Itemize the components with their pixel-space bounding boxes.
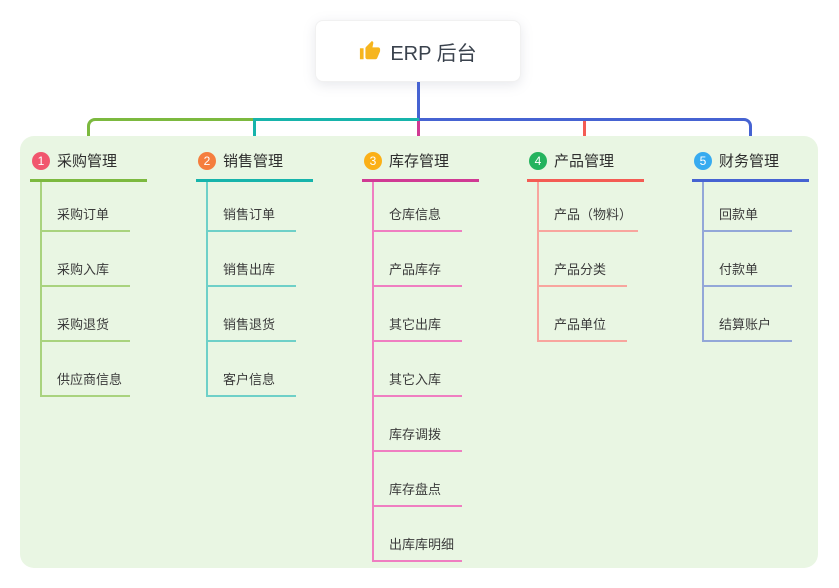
- root-node-label: ERP 后台: [390, 42, 477, 65]
- connector-branch-finance: [419, 118, 752, 147]
- child-node[interactable]: 产品分类: [539, 232, 644, 287]
- connector-branch-sales: [253, 118, 419, 147]
- branch-sales-management: 2 销售管理 销售订单 销售出库 销售退货 客户信息: [196, 146, 313, 397]
- branch-title: 财务管理: [719, 153, 780, 170]
- connector-branch-product: [583, 121, 586, 146]
- branch-number-badge: 4: [529, 151, 547, 170]
- connector-branch-purchase: [87, 118, 253, 147]
- child-node[interactable]: 采购入库: [42, 232, 147, 287]
- child-node[interactable]: 销售退货: [208, 287, 313, 342]
- branch-title: 销售管理: [223, 153, 284, 170]
- branch-node[interactable]: 1 采购管理: [30, 146, 147, 182]
- branch-node[interactable]: 2 销售管理: [196, 146, 313, 182]
- branch-inventory-management: 3 库存管理 仓库信息 产品库存 其它出库 其它入库 库存调拨 库存盘点 出库库…: [362, 146, 479, 562]
- child-node-label: 采购入库: [42, 259, 130, 287]
- child-node-label: 供应商信息: [42, 369, 130, 397]
- child-node-label: 客户信息: [208, 369, 296, 397]
- child-node[interactable]: 其它出库: [374, 287, 479, 342]
- child-node[interactable]: 出库库明细: [374, 507, 479, 562]
- child-node-label: 回款单: [704, 204, 792, 232]
- child-node[interactable]: 产品库存: [374, 232, 479, 287]
- child-node-label: 仓库信息: [374, 204, 462, 232]
- thumbs-up-icon: [360, 40, 381, 60]
- child-node-label: 销售退货: [208, 314, 296, 342]
- child-node-label: 出库库明细: [374, 534, 462, 562]
- branch-title: 产品管理: [554, 153, 615, 170]
- connector-trunk: [417, 82, 420, 126]
- branch-number-badge: 5: [694, 151, 712, 170]
- child-node[interactable]: 客户信息: [208, 342, 313, 397]
- branch-title: 采购管理: [57, 153, 118, 170]
- child-node-label: 产品分类: [539, 259, 627, 287]
- branch-node[interactable]: 4 产品管理: [527, 146, 644, 182]
- child-node-label: 其它出库: [374, 314, 462, 342]
- branch-node[interactable]: 3 库存管理: [362, 146, 479, 182]
- branch-product-management: 4 产品管理 产品（物料） 产品分类 产品单位: [527, 146, 644, 342]
- child-node-label: 销售出库: [208, 259, 296, 287]
- branch-title: 库存管理: [389, 153, 450, 170]
- child-node[interactable]: 其它入库: [374, 342, 479, 397]
- child-node[interactable]: 供应商信息: [42, 342, 147, 397]
- child-node[interactable]: 回款单: [704, 182, 809, 232]
- branch-children: 仓库信息 产品库存 其它出库 其它入库 库存调拨 库存盘点 出库库明细: [372, 182, 479, 562]
- branch-number-badge: 2: [198, 151, 216, 170]
- child-node[interactable]: 结算账户: [704, 287, 809, 342]
- child-node[interactable]: 产品单位: [539, 287, 644, 342]
- child-node[interactable]: 销售出库: [208, 232, 313, 287]
- child-node-label: 其它入库: [374, 369, 462, 397]
- child-node-label: 产品单位: [539, 314, 627, 342]
- branch-node[interactable]: 5 财务管理: [692, 146, 809, 182]
- child-node[interactable]: 销售订单: [208, 182, 313, 232]
- branch-children: 销售订单 销售出库 销售退货 客户信息: [206, 182, 313, 397]
- branch-number-badge: 3: [364, 151, 382, 170]
- branch-number-badge: 1: [32, 151, 50, 170]
- child-node-label: 产品库存: [374, 259, 462, 287]
- connector-branch-inventory: [417, 121, 420, 148]
- child-node-label: 结算账户: [704, 314, 792, 342]
- child-node[interactable]: 付款单: [704, 232, 809, 287]
- child-node-label: 库存调拨: [374, 424, 462, 452]
- child-node[interactable]: 采购订单: [42, 182, 147, 232]
- child-node[interactable]: 库存盘点: [374, 452, 479, 507]
- child-node-label: 采购订单: [42, 204, 130, 232]
- child-node[interactable]: 采购退货: [42, 287, 147, 342]
- branch-children: 产品（物料） 产品分类 产品单位: [537, 182, 644, 342]
- branch-children: 回款单 付款单 结算账户: [702, 182, 809, 342]
- child-node[interactable]: 库存调拨: [374, 397, 479, 452]
- branches-panel: [20, 136, 818, 568]
- child-node[interactable]: 产品（物料）: [539, 182, 644, 232]
- child-node-label: 采购退货: [42, 314, 130, 342]
- branch-finance-management: 5 财务管理 回款单 付款单 结算账户: [692, 146, 809, 342]
- child-node[interactable]: 仓库信息: [374, 182, 479, 232]
- child-node-label: 库存盘点: [374, 479, 462, 507]
- child-node-label: 产品（物料）: [539, 204, 639, 232]
- branch-children: 采购订单 采购入库 采购退货 供应商信息: [40, 182, 147, 397]
- child-node-label: 销售订单: [208, 204, 296, 232]
- root-node[interactable]: ERP 后台: [315, 20, 521, 82]
- branch-purchase-management: 1 采购管理 采购订单 采购入库 采购退货 供应商信息: [30, 146, 147, 397]
- child-node-label: 付款单: [704, 259, 792, 287]
